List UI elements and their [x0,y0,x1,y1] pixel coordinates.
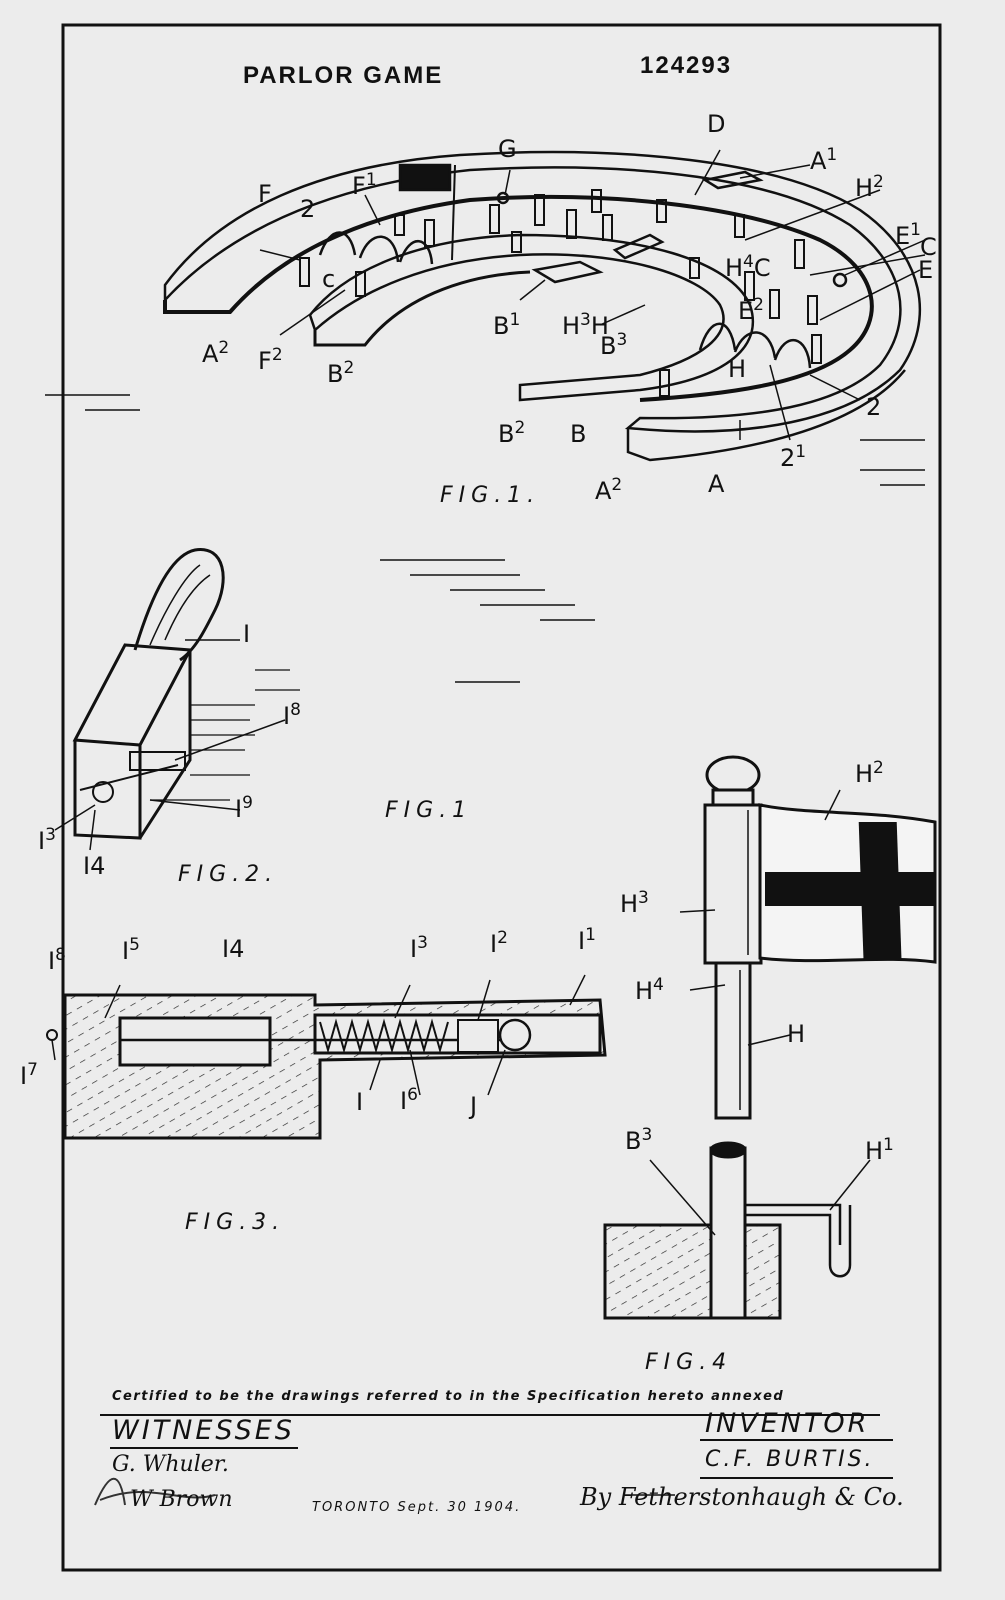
ref-I2: I2 [490,928,508,958]
ref-A1: A1 [810,145,838,175]
ref-G: G [498,135,517,163]
ref-H-fig4: H [787,1020,806,1048]
ref-E: E [918,256,934,284]
ref-A2-bottom: A2 [595,475,623,505]
ref-I6: I6 [400,1085,418,1115]
ref-H2: H2 [855,172,884,202]
witness-signature-2: W Brown [130,1487,233,1512]
fig1-stray-caption: FIG.1 [385,798,473,823]
certification-statement: Certified to be the drawings referred to… [112,1389,785,1404]
fig1-horseshoe-board [45,149,926,486]
ref-F: F [258,180,272,208]
ref-c: c [322,265,336,293]
ref-F1: F1 [352,170,377,200]
ref-B2-bottom: B2 [498,418,526,448]
ref-E1: E1 [895,220,921,250]
ref-J: J [470,1092,478,1120]
patent-title: PARLOR GAME [243,62,444,89]
ref-I-fig3: I [356,1088,364,1116]
attorney-signature: By Fetherstonhaugh & Co. [580,1483,904,1511]
ref-I3-fig3: I3 [410,933,428,963]
ref-B3-fig4: B3 [625,1125,653,1155]
ref-I8: I8 [283,700,301,730]
fig2-caption: FIG.2. [178,862,279,887]
witness-signature-1: G. Whuler. [112,1452,229,1477]
ref-I9: I9 [235,793,253,823]
ref-H3-fig4: H3 [620,888,649,918]
sheet-border [61,23,942,1572]
patent-number: 124293 [640,52,733,79]
fig3-caption: FIG.3. [185,1210,286,1235]
ref-I4: I4 [83,852,106,880]
ref-B2-left: B2 [327,358,355,388]
ref-2-prime: 21 [780,442,807,472]
ref-H4-C: H4C [725,252,771,282]
ref-I1: I1 [578,925,596,955]
ref-I8-fig3: I8 [48,945,66,975]
ref-I5: I5 [122,935,140,965]
ref-C: C [920,233,937,261]
ref-F2: F2 [258,345,283,375]
ref-I7: I7 [20,1060,38,1090]
ref-I3: I3 [38,825,56,855]
ref-D: D [707,110,726,138]
ref-I: I [243,620,251,648]
ref-2: 2 [300,195,316,223]
ref-B1: B1 [493,310,521,340]
ref-H: H [728,355,747,383]
fig3-mallet-section [46,974,607,1140]
ref-H2-fig4: H2 [855,758,884,788]
ref-B: B [570,420,587,448]
ref-A: A [708,470,725,498]
witness-signature-mark [94,1477,216,1506]
fig4-flag-post [603,755,937,1320]
ref-E2: E2 [738,295,764,325]
inventor-name: C.F. BURTIS. [705,1447,875,1472]
ref-2-right: 2 [866,393,882,421]
ref-H4-fig4: H4 [635,975,664,1005]
ref-A2-left: A2 [202,338,230,368]
fig4-caption: FIG.4 [645,1350,733,1375]
ref-I4-fig3: I4 [222,935,245,963]
ref-H1-fig4: H1 [865,1135,894,1165]
fig2-mallet [54,548,300,851]
witnesses-label: WITNESSES [112,1415,295,1446]
ref-H3-H: H3H [562,310,609,340]
place-and-date: TORONTO Sept. 30 1904. [312,1500,522,1515]
ref-B3: B3 [600,330,628,360]
fig1-caption: FIG.1. [440,483,541,508]
inventor-label: INVENTOR [705,1408,870,1439]
